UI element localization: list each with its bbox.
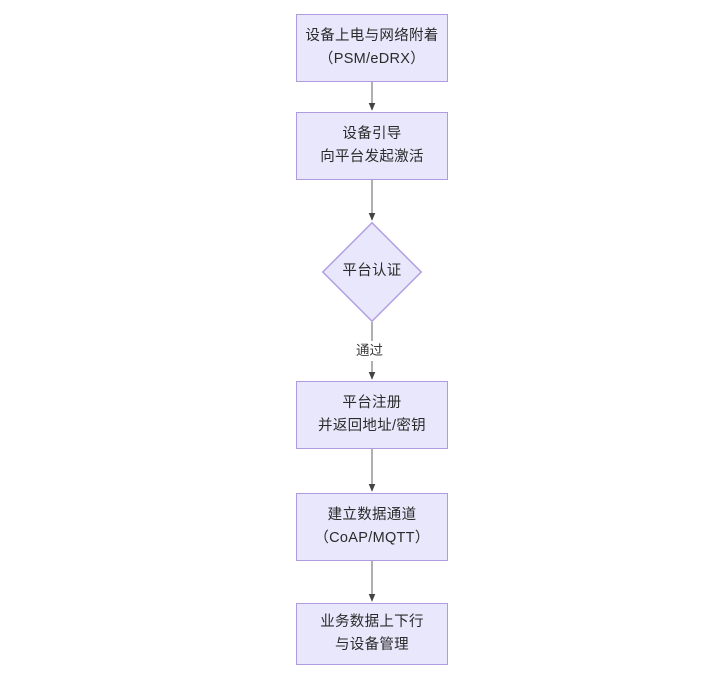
- node-device-bootstrap[interactable]: 设备引导 向平台发起激活: [296, 112, 448, 180]
- node-business-data-label: 业务数据上下行 与设备管理: [320, 613, 424, 653]
- diamond-shape-icon: [321, 221, 423, 323]
- node-platform-auth-decision-label: 平台认证: [342, 263, 402, 280]
- edge-label-pass: 通过: [353, 341, 386, 361]
- edge-label-pass-text: 通过: [356, 343, 383, 358]
- node-device-power-on[interactable]: 设备上电与网络附着 （PSM/eDRX）: [296, 14, 448, 82]
- node-device-power-on-label: 设备上电与网络附着 （PSM/eDRX）: [305, 27, 439, 67]
- node-data-channel[interactable]: 建立数据通道 （CoAP/MQTT）: [296, 493, 448, 561]
- node-data-channel-label: 建立数据通道 （CoAP/MQTT）: [314, 506, 430, 546]
- node-platform-auth-decision[interactable]: 平台认证: [321, 221, 423, 323]
- node-platform-register-label: 平台注册 并返回地址/密钥: [318, 394, 426, 434]
- node-device-bootstrap-label: 设备引导 向平台发起激活: [320, 125, 424, 165]
- node-platform-register[interactable]: 平台注册 并返回地址/密钥: [296, 381, 448, 449]
- node-business-data[interactable]: 业务数据上下行 与设备管理: [296, 603, 448, 665]
